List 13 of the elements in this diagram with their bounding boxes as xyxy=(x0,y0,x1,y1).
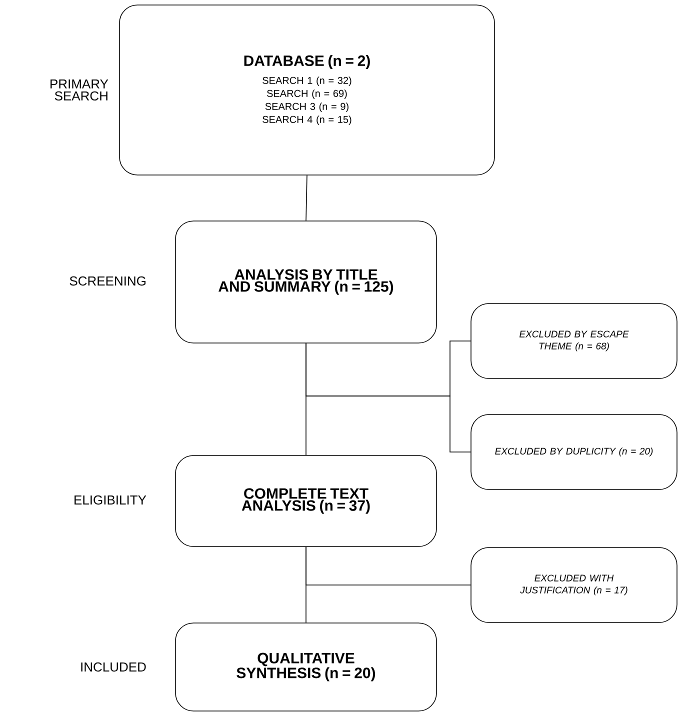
stage-box: ANALYSIS BY TITLE AND SUMMARY (n = 125) xyxy=(175,220,437,344)
connector-line xyxy=(306,343,471,452)
database-box: DATABASE (n = 2) SEARCH 1 (n = 32) SEARCH (n = 69) SEARCH 3 (n = 9) SEARCH 4 (n = 15) xyxy=(119,4,495,176)
exclusion-box: EXCLUDED WITH JUSTIFICATION (n = 17) xyxy=(470,547,678,623)
stage-box: QUALITATIVE SYNTHESIS (n = 20) xyxy=(175,622,437,712)
connector-line xyxy=(306,175,308,221)
stage-label: SCREENING xyxy=(70,276,146,286)
stage-box: COMPLETE TEXT ANALYSIS (n = 37) xyxy=(175,455,437,547)
exclusion-box: EXCLUDED BY ESCAPE THEME (n = 68) xyxy=(470,303,678,379)
stage-label: INCLUDED xyxy=(81,662,146,672)
connector-line xyxy=(306,546,471,586)
exclusion-box: EXCLUDED BY DUPLICITY (n = 20) xyxy=(470,414,678,490)
stage-label: ELIGIBILITY xyxy=(74,495,146,505)
